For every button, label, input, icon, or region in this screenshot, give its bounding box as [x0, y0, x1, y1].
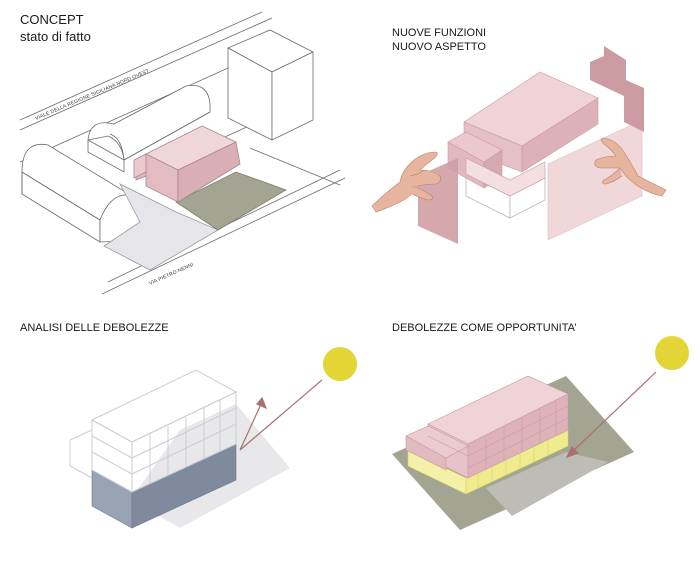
weakness-title: ANALISI DELLE DEBOLEZZE [20, 322, 169, 334]
weakness-upper-volume [69, 369, 238, 493]
opportunity-pink-volume [405, 375, 569, 479]
concept-subtitle: stato di fatto [20, 29, 91, 44]
opportunity-court [486, 452, 608, 516]
sun-ray-arrow-2 [565, 371, 657, 459]
functions-title-line1: NUOVE FUNZIONI [392, 27, 487, 39]
concept-title: CONCEPT [20, 12, 84, 27]
opportunity-glazed-base [407, 429, 569, 495]
sun-icon-2 [655, 336, 689, 370]
facade-panel-top [590, 46, 644, 132]
pink-volume [447, 71, 599, 197]
grey-lot [103, 183, 219, 271]
tower-building [227, 29, 314, 141]
functions-diagram [371, 46, 667, 244]
vaulted-building-middle [87, 85, 211, 173]
weakness-diagram [69, 347, 357, 529]
functions-title-line2: NUOVO ASPETTO [392, 41, 486, 53]
hand-left-icon [371, 151, 441, 213]
sun-icon [323, 347, 357, 381]
opportunity-title: DEBOLEZZE COME OPPORTUNITA’ [392, 322, 577, 334]
pink-building [133, 125, 241, 203]
sun-ray-arrow [239, 379, 323, 451]
olive-lot [175, 171, 287, 231]
hand-right-icon [594, 137, 667, 197]
opportunity-diagram [392, 336, 689, 530]
concept-diagram: VIALE DELLA REGIONE SICILIANA NORD OVEST… [19, 11, 346, 295]
